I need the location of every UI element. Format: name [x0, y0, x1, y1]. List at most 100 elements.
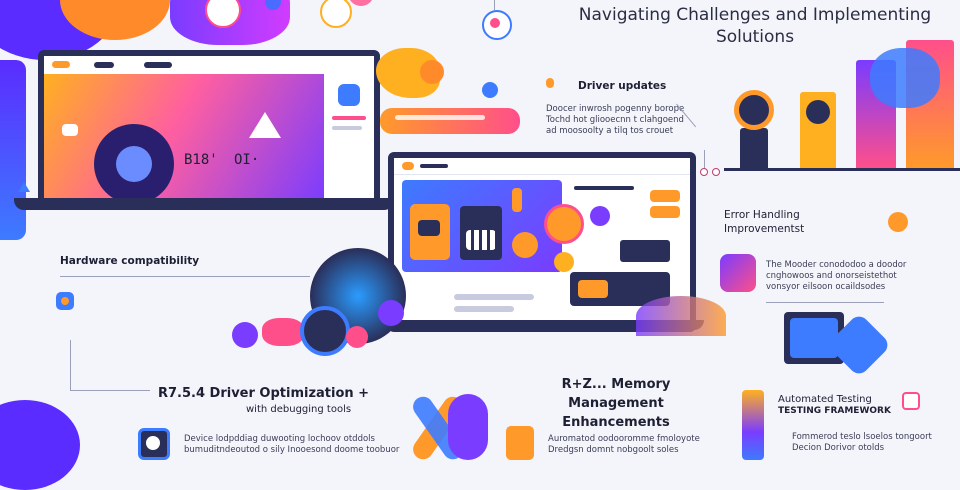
memory-desc: Auromatod oodooromme fmoloyote Dredgsn d… — [548, 434, 708, 456]
decor-orange-dot — [420, 60, 444, 84]
error-desc: The Mooder conododoo a doodor cnghowoos … — [766, 260, 946, 293]
decor-dot-icon — [346, 326, 368, 348]
bar-badge-icon — [806, 100, 830, 124]
memory-icon — [506, 426, 534, 460]
title-line-1: Navigating Challenges and Implementing — [578, 5, 932, 25]
decor-blob-pink — [262, 318, 304, 346]
hero-number: B18' — [184, 152, 218, 168]
divider — [766, 302, 884, 303]
connector-dot — [712, 168, 720, 176]
hero-chat-icon — [62, 124, 78, 136]
panel-box — [620, 240, 670, 262]
laptop-left-hero: B18' OI· — [44, 74, 324, 204]
decor-blob-blue — [870, 48, 940, 108]
purple-dot-icon — [590, 206, 610, 226]
driver-updates-icon — [546, 78, 554, 88]
testing-framework-label: TESTING FRAMEWORK — [778, 406, 891, 416]
desc-line: Decion Dorivor otolds — [792, 443, 885, 453]
laptop-center-base — [370, 320, 704, 330]
connector-line — [70, 390, 150, 391]
testing-label: Automated Testing — [778, 394, 872, 405]
laptop-left-base — [14, 198, 394, 210]
panel-shield-icon — [338, 84, 360, 106]
testing-badge-icon — [902, 392, 920, 410]
hardware-icon-dot — [61, 297, 69, 305]
panel-line — [332, 116, 366, 120]
error-handling-label: Error Handling Improvementst — [724, 208, 804, 236]
hero-lens-icon — [116, 146, 152, 182]
desc-line: vonsyor eilsoon ocaildsodes — [766, 282, 886, 292]
laptop-center-toolbar — [394, 158, 690, 175]
x-shape-violet — [448, 394, 488, 460]
toolbar-logo-icon — [52, 61, 70, 68]
desc-line: Tochd hot gliooecnn t clahgoend — [546, 115, 684, 125]
driver-opt-title: R7.5.4 Driver Optimization + — [158, 386, 370, 401]
driver-updates-label: Driver updates — [578, 80, 667, 92]
banner-icon — [578, 280, 608, 298]
error-card-icon — [720, 254, 756, 292]
title-line: Enhancements — [562, 415, 670, 430]
coin-icon — [554, 252, 574, 272]
desc-line: Doocer inwrosh pogenny borope — [546, 104, 685, 114]
hero-arrow-icon — [249, 112, 281, 138]
desc-line: cnghowoos and onorseistethot — [766, 271, 897, 281]
driver-opt-desc: Device lodpddiag duwooting lochoov otddo… — [184, 434, 404, 456]
lens-icon — [300, 306, 350, 356]
desc-line: Device lodpddiag duwooting lochoov otddo… — [184, 434, 375, 444]
gauge-icon — [734, 90, 774, 130]
grid-cells — [466, 230, 496, 250]
connector-dot — [700, 168, 708, 176]
driver-updates-desc: Doocer inwrosh pogenny borope Tochd hot … — [546, 104, 696, 137]
connector-line — [70, 340, 71, 390]
desc-line: ad moosoolty a tilq tos crouet — [546, 126, 674, 136]
target-center-icon — [490, 18, 500, 28]
panel-chip — [650, 190, 680, 202]
decor-badge-icon — [205, 0, 241, 28]
toolbar-logo-icon — [402, 162, 414, 170]
pin-icon — [512, 188, 522, 212]
chart-baseline — [724, 168, 960, 171]
title-line-2: Solutions — [715, 27, 795, 47]
center-banner — [570, 272, 670, 306]
page-title: Navigating Challenges and Implementing S… — [560, 4, 950, 48]
bar-navy — [740, 128, 768, 168]
panel-line — [332, 126, 362, 130]
hardware-label: Hardware compatibility — [60, 255, 200, 267]
toolbar-item — [94, 62, 114, 68]
decor-wave — [636, 296, 726, 336]
decor-dot-icon — [378, 300, 404, 326]
driver-opt-subtitle: with debugging tools — [246, 404, 352, 415]
desc-line: Fommerod teslo lsoelos tongoort — [792, 432, 932, 442]
desc-line: The Mooder conododoo a doodor — [766, 260, 907, 270]
divider — [60, 276, 310, 277]
triangle-icon — [18, 182, 30, 192]
laptop-center-screen — [388, 152, 696, 332]
panel-line — [454, 306, 514, 312]
panel-line — [574, 186, 634, 190]
connector-line — [494, 0, 495, 10]
driver-tag-text — [395, 115, 485, 120]
testing-desc: Fommerod teslo lsoelos tongoort Decion D… — [792, 432, 942, 454]
decor-sidebar — [0, 60, 26, 240]
panel-line — [454, 294, 534, 300]
toolbar-item — [144, 62, 172, 68]
title-line: Management — [568, 396, 664, 411]
toolbar-item — [420, 164, 448, 168]
center-panel — [402, 180, 562, 272]
desc-line: bumuditndeoutod o sily Inooesond doome t… — [184, 445, 400, 455]
label-line: Error Handling — [724, 209, 800, 221]
laptop-left-panel — [324, 74, 374, 204]
connector-line — [704, 150, 705, 174]
gear-icon — [512, 232, 538, 258]
error-alert-icon — [888, 212, 908, 232]
decor-dot-icon — [232, 322, 258, 348]
testing-icon — [742, 390, 764, 460]
driver-updates-dot-icon — [482, 82, 498, 98]
decor-blob-purple — [0, 400, 80, 490]
desc-line: Auromatod oodooromme fmoloyote — [548, 434, 700, 444]
panel-chip — [650, 206, 680, 218]
hero-number-2: OI· — [234, 152, 260, 168]
title-line: R+Z... Memory — [561, 377, 671, 392]
desc-line: Dredgsn domnt nobgoolt soles — [548, 445, 679, 455]
driver-opt-icon-dot — [146, 436, 160, 450]
